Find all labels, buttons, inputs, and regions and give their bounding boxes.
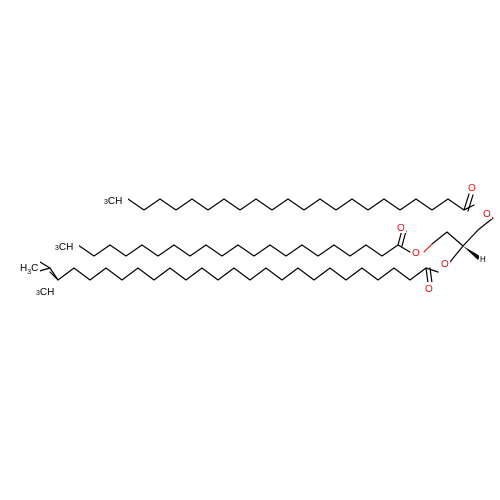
ester-chain-bottom [33,261,451,284]
atom-ethyl-ch3: H3C [20,263,38,276]
atom-oxygen-ester2: O [412,248,420,259]
ester-chain-top [127,193,494,219]
atom-oxygen-carbonyl2: O [397,223,405,234]
atom-methyl-top: 3CH [104,196,122,207]
atom-oxygen-carbonyl3: O [425,284,433,295]
atom-oxygen-carbonyl1: O [468,183,476,194]
atom-hydrogen-stereo: H [480,255,486,264]
glycerol-backbone [431,217,494,263]
atom-branch-methyl: 3CH [36,287,54,298]
stereo-wedge [463,246,480,260]
atom-methyl-middle: 3CH [55,242,73,253]
atom-oxygen-ester3: O [441,259,449,270]
atom-oxygen-ester1: O [483,209,491,220]
ester-chain-middle [77,229,433,257]
